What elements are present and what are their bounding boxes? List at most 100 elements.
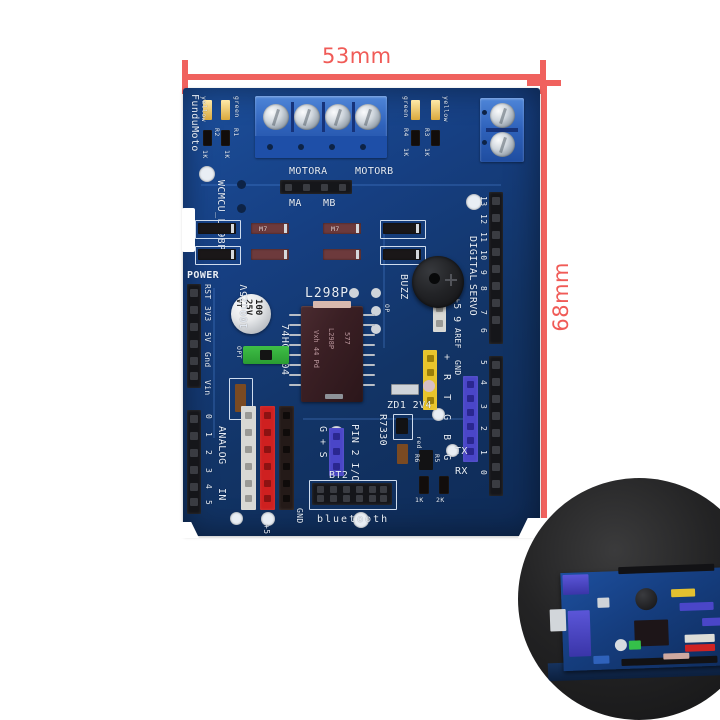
via-hole	[237, 180, 246, 189]
mounting-hole	[353, 512, 369, 528]
resistor-r4	[411, 130, 420, 146]
diode-d7	[323, 249, 361, 260]
silk-digital-pin-5: 5	[479, 360, 488, 366]
silk-digital-pin-10: 10	[479, 250, 488, 261]
terminal-base	[255, 136, 387, 158]
silk-r3: R3	[423, 128, 431, 137]
silk-led-green-right: green	[402, 96, 410, 118]
inset-motor-terminal	[567, 610, 592, 657]
silk-r4-value: 1K	[402, 148, 410, 157]
silk-outline-diode	[380, 220, 426, 239]
digital-side-header-blue[interactable]	[463, 376, 478, 462]
silk-r3-value: 1K	[423, 148, 431, 157]
silk-opt: OPT	[235, 346, 243, 359]
terminal-screw[interactable]	[490, 132, 515, 157]
mounting-hole	[230, 512, 243, 525]
power-header[interactable]	[187, 284, 201, 388]
silk-power-pin-gnd: Gnd	[203, 352, 212, 368]
diode-d4	[383, 223, 421, 234]
cap-value: 100	[253, 299, 263, 316]
terminal-pin-hole	[482, 140, 487, 145]
silk-pin2-pins: G + S	[317, 426, 328, 459]
resistor-r2	[203, 130, 212, 146]
silk-digital-pin-2: 2	[479, 426, 488, 432]
silk-tx: TX	[455, 446, 468, 457]
digital-header-low[interactable]	[489, 356, 503, 496]
silk-outline-mosfet	[393, 414, 413, 440]
silk-gnd-bottom: GND	[295, 508, 304, 524]
silk-analog-pin-1: 1	[204, 432, 213, 438]
silk-analog-pin-3: 3	[204, 468, 213, 474]
via-hole	[237, 204, 246, 213]
mosfet-part	[396, 418, 408, 434]
motor-jumper-header[interactable]	[280, 180, 352, 194]
silk-motor-b: MOTORB	[355, 166, 394, 177]
silk-r2: R2	[213, 128, 221, 137]
ic-marking-1: L298P	[327, 328, 335, 350]
smd-led	[423, 380, 435, 392]
diode-d8	[383, 249, 421, 260]
sensor-header-white[interactable]	[241, 406, 256, 510]
buzzer	[412, 256, 464, 308]
silk-analog-pin-0: 0	[204, 414, 213, 420]
silk-digital-pin-13: 13	[479, 196, 488, 207]
silk-cap-value: 100uZ5V	[239, 284, 250, 329]
buzzer-hole	[429, 273, 440, 284]
terminal-divider	[486, 128, 518, 132]
silk-aref: AREF	[453, 328, 462, 349]
silk-digital-pin-9: 9	[479, 270, 488, 276]
pcb-board: FunduMoto WCMCU_L298P yellow green R2 R1…	[173, 88, 552, 538]
digital-header-high[interactable]	[489, 192, 503, 344]
test-pad	[371, 288, 381, 298]
mounting-hole	[261, 512, 275, 526]
bluetooth-header[interactable]	[312, 483, 392, 505]
electrolytic-capacitor: 100 25V VT	[231, 294, 271, 334]
silk-plus5: +5	[262, 524, 271, 535]
pcb-trace	[383, 228, 385, 348]
terminal-screw[interactable]	[263, 104, 289, 130]
silk-digital-pin-3: 3	[479, 404, 488, 410]
height-dimension-line	[541, 80, 547, 532]
silk-servo-pins: G +5 9	[451, 284, 462, 323]
pcb-bottom-left-cut	[173, 522, 199, 538]
silk-outline-diode	[380, 246, 426, 265]
inset-capacitor	[597, 597, 610, 608]
sensor-header-black[interactable]	[279, 406, 294, 510]
silk-r5: R5	[433, 454, 441, 463]
terminal-screw[interactable]	[294, 104, 320, 130]
silk-r6-value: 1K	[415, 496, 424, 504]
silk-bluetooth-label: bluetooth	[317, 514, 390, 525]
width-dimension-right-cap	[540, 60, 546, 94]
inset-blue-header	[679, 601, 714, 611]
silk-bt2-label: BT2	[329, 470, 349, 481]
resistor-r6	[419, 476, 429, 494]
silk-analog-pin-4: 4	[204, 484, 213, 490]
silk-power-pin-5v: 5V	[203, 332, 212, 343]
width-dimension-line	[182, 74, 546, 80]
inset-connector	[663, 652, 690, 660]
silk-gplus-labels: + R T G B G -	[441, 354, 452, 485]
silk-r5-value: 2K	[436, 496, 445, 504]
led-yellow-left	[203, 100, 212, 120]
silk-power-pin-3v3: 3V3	[203, 306, 212, 322]
terminal-screw[interactable]	[355, 104, 381, 130]
led-green-left	[221, 100, 230, 120]
silk-op-label: OP	[383, 304, 391, 313]
test-pad	[371, 324, 381, 334]
power-screw-terminal[interactable]	[480, 98, 524, 162]
l298p-driver-ic: Vxh 44 Pd L298P 577	[301, 301, 363, 402]
silk-diode-mark: M7	[259, 225, 268, 233]
led-yellow-right	[431, 100, 440, 120]
ic-heat-tab	[313, 301, 351, 308]
terminal-screw[interactable]	[490, 103, 515, 128]
silk-mosfet-r7330: R7330	[377, 414, 388, 447]
zener-diode	[391, 384, 419, 395]
pin2-io-header[interactable]	[329, 428, 344, 476]
silk-jumper-mb: MB	[323, 198, 336, 209]
terminal-screw[interactable]	[325, 104, 351, 130]
smd-part	[419, 450, 433, 470]
sensor-header-red[interactable]	[260, 406, 275, 510]
silk-r1-value: 1K	[223, 150, 231, 159]
analog-header[interactable]	[187, 410, 201, 514]
motor-screw-terminal[interactable]	[255, 96, 387, 158]
